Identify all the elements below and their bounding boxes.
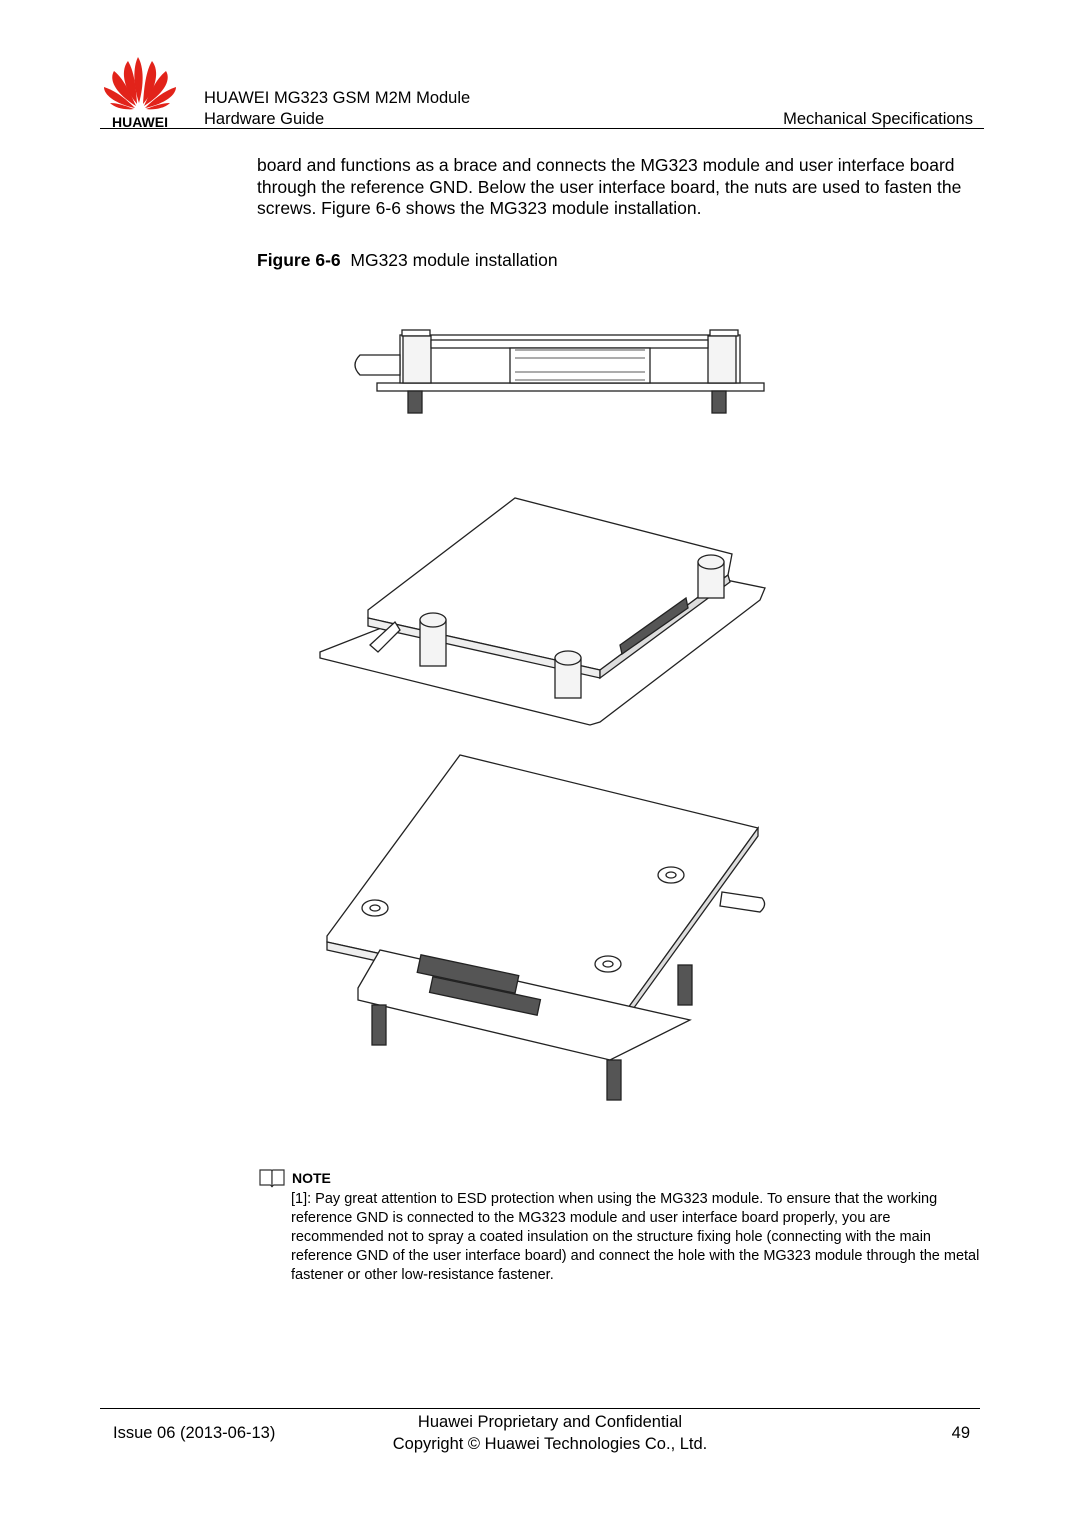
footer-rule xyxy=(100,1408,980,1409)
issue-date: Issue 06 (2013-06-13) xyxy=(113,1424,276,1442)
book-icon xyxy=(259,1169,285,1188)
section-title: Mechanical Specifications xyxy=(783,110,973,128)
figure-label: Figure 6-6 xyxy=(257,250,341,270)
page-number: 49 xyxy=(951,1424,970,1442)
module-installation-figure xyxy=(300,300,800,1120)
huawei-flower-icon: HUAWEI xyxy=(104,57,176,130)
isometric-view-bottom xyxy=(326,754,766,1101)
figure-title: MG323 module installation xyxy=(350,250,558,270)
doc-title: HUAWEI MG323 GSM M2M Module xyxy=(204,89,471,107)
header-rule xyxy=(100,128,984,129)
isometric-view-top xyxy=(319,497,766,726)
side-view-drawing xyxy=(354,329,765,414)
note-heading: NOTE xyxy=(258,1167,331,1189)
huawei-logo: HUAWEI xyxy=(100,55,180,131)
footer-copyright: Copyright © Huawei Technologies Co., Ltd… xyxy=(392,1435,708,1453)
note-text: [1]: Pay great attention to ESD protecti… xyxy=(291,1191,980,1283)
note-title: NOTE xyxy=(292,1170,331,1186)
doc-subtitle: Hardware Guide xyxy=(204,110,325,128)
figure-caption: Figure 6-6 MG323 module installation xyxy=(257,249,558,271)
svg-text:HUAWEI: HUAWEI xyxy=(112,114,168,130)
body-paragraph: board and functions as a brace and conne… xyxy=(257,155,962,219)
footer-confidential: Huawei Proprietary and Confidential xyxy=(417,1413,683,1431)
